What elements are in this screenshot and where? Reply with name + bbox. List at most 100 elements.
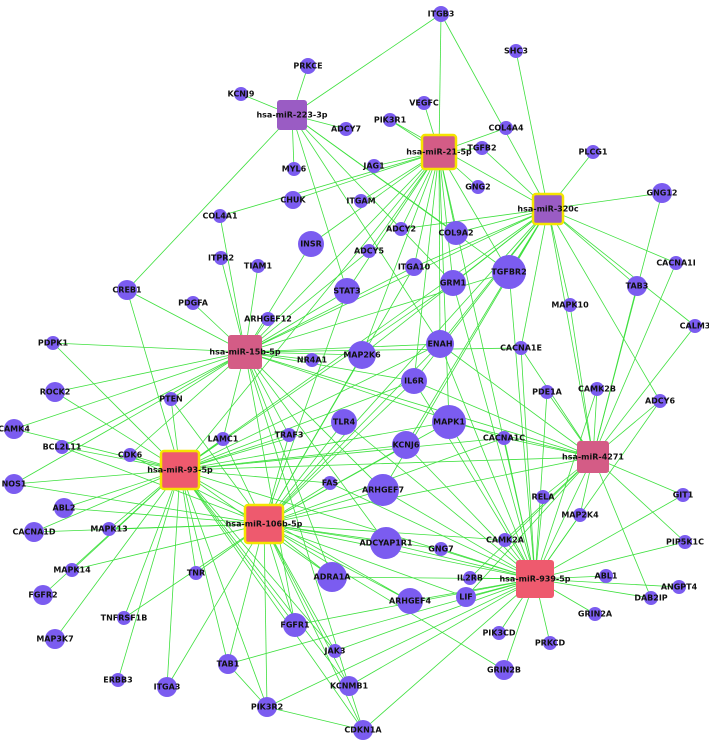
gene-node-cacna1d[interactable]: CACNA1D bbox=[12, 522, 56, 542]
mirna-node-hsa-mir-106b-5p[interactable]: hsa-miR-106b-5p bbox=[226, 503, 303, 545]
mirna-node-hsa-mir-4271[interactable]: hsa-miR-4271 bbox=[562, 441, 624, 473]
gene-node-nos1[interactable]: NOS1 bbox=[2, 474, 27, 494]
gene-node-mapk13[interactable]: MAPK13 bbox=[90, 522, 128, 536]
gene-node-arhgef4[interactable]: ARHGEF4 bbox=[389, 588, 432, 614]
gene-node-adcyap1r1[interactable]: ADCYAP1R1 bbox=[359, 527, 413, 559]
gene-node-tab1[interactable]: TAB1 bbox=[217, 654, 240, 674]
gene-node-myl6[interactable]: MYL6 bbox=[282, 162, 307, 176]
gene-node-insr[interactable]: INSR bbox=[298, 231, 324, 257]
mirna-node-hsa-mir-939-5p[interactable]: hsa-miR-939-5p bbox=[499, 560, 571, 598]
gene-node-pik3r1[interactable]: PIK3R1 bbox=[374, 113, 407, 127]
mirna-node-hsa-mir-223-3p[interactable]: hsa-miR-223-3p bbox=[256, 100, 328, 130]
gene-node-enah[interactable]: ENAH bbox=[426, 330, 454, 358]
gene-node-pik3r2[interactable]: PIK3R2 bbox=[251, 697, 283, 717]
mirna-node-hsa-mir-93-5p[interactable]: hsa-miR-93-5p bbox=[147, 449, 213, 491]
gene-node-cdk6[interactable]: CDK6 bbox=[118, 448, 143, 462]
gene-node-adcy5[interactable]: ADCY5 bbox=[354, 244, 384, 258]
gene-node-map2k6[interactable]: MAP2K6 bbox=[343, 341, 381, 369]
gene-node-lif[interactable]: LIF bbox=[456, 587, 476, 607]
gene-node-tgfb2[interactable]: TGFB2 bbox=[467, 141, 497, 155]
gene-node-mapk10[interactable]: MAPK10 bbox=[551, 298, 589, 312]
gene-node-kcnmb1[interactable]: KCNMB1 bbox=[330, 676, 368, 696]
gene-node-pdpk1[interactable]: PDPK1 bbox=[38, 336, 69, 350]
gene-node-tnfrsf1b[interactable]: TNFRSF1B bbox=[101, 611, 148, 625]
gene-node-calm3[interactable]: CALM3 bbox=[680, 319, 709, 333]
gene-node-tiam1[interactable]: TIAM1 bbox=[244, 259, 273, 273]
gene-node-map2k4[interactable]: MAP2K4 bbox=[561, 508, 599, 522]
gene-node-dab2ip[interactable]: DAB2IP bbox=[634, 591, 668, 605]
gene-node-rock2[interactable]: ROCK2 bbox=[40, 382, 71, 402]
gene-node-itgb3[interactable]: ITGB3 bbox=[428, 6, 455, 22]
gene-node-erbb3[interactable]: ERBB3 bbox=[103, 673, 133, 687]
gene-node-adcy7[interactable]: ADCY7 bbox=[331, 122, 361, 136]
gene-node-pdgfa[interactable]: PDGFA bbox=[178, 296, 209, 310]
gene-node-arhgef7[interactable]: ARHGEF7 bbox=[362, 474, 404, 506]
gene-node-gng2[interactable]: GNG2 bbox=[465, 180, 491, 194]
gene-node-abl2[interactable]: ABL2 bbox=[53, 498, 76, 518]
gene-node-mapk1[interactable]: MAPK1 bbox=[432, 405, 466, 439]
gene-node-itgam[interactable]: ITGAM bbox=[346, 194, 376, 208]
gene-node-grin2a[interactable]: GRIN2A bbox=[578, 607, 613, 621]
gene-node-kcnj9[interactable]: KCNJ9 bbox=[228, 87, 255, 101]
gene-node-cacna1i[interactable]: CACNA1I bbox=[656, 256, 696, 270]
gene-node-cacna1c[interactable]: CACNA1C bbox=[483, 431, 525, 445]
gene-node-cdkn1a[interactable]: CDKN1A bbox=[344, 720, 382, 740]
gene-node-nr4a1[interactable]: NR4A1 bbox=[297, 353, 328, 367]
gene-node-plcg1[interactable]: PLCG1 bbox=[579, 145, 608, 159]
gene-node-git1[interactable]: GIT1 bbox=[673, 488, 694, 502]
gene-node-stat3[interactable]: STAT3 bbox=[333, 278, 361, 304]
gene-node-grm1[interactable]: GRM1 bbox=[440, 270, 467, 296]
gene-node-gng7[interactable]: GNG7 bbox=[428, 542, 454, 556]
gene-node-chuk[interactable]: CHUK bbox=[280, 191, 306, 209]
gene-node-tlr4[interactable]: TLR4 bbox=[331, 409, 357, 435]
gene-node-bcl2l11[interactable]: BCL2L11 bbox=[43, 440, 82, 454]
gene-node-col4a4[interactable]: COL4A4 bbox=[488, 121, 524, 135]
gene-node-adra1a[interactable]: ADRA1A bbox=[314, 562, 352, 592]
gene-node-tab3[interactable]: TAB3 bbox=[626, 276, 649, 296]
gene-node-kcnj6[interactable]: KCNJ6 bbox=[392, 431, 420, 459]
gene-node-il6r[interactable]: IL6R bbox=[401, 368, 427, 394]
mirna-node-hsa-mir-21-5p[interactable]: hsa-miR-21-5p bbox=[406, 133, 472, 171]
gene-node-itga3[interactable]: ITGA3 bbox=[154, 677, 181, 697]
gene-node-map3k7[interactable]: MAP3K7 bbox=[36, 629, 74, 649]
gene-node-shc3[interactable]: SHC3 bbox=[504, 44, 528, 58]
gene-node-prkcd[interactable]: PRKCD bbox=[535, 636, 566, 650]
gene-node-fas[interactable]: FAS bbox=[322, 476, 339, 490]
gene-node-itga10[interactable]: ITGA10 bbox=[398, 258, 431, 276]
gene-node-il2rb[interactable]: IL2RB bbox=[457, 571, 483, 585]
gene-node-camk2b[interactable]: CAMK2B bbox=[578, 382, 616, 396]
gene-node-cacna1e[interactable]: CACNA1E bbox=[500, 341, 542, 355]
gene-node-tgfbr2[interactable]: TGFBR2 bbox=[491, 255, 527, 289]
gene-node-jak3[interactable]: JAK3 bbox=[324, 644, 346, 658]
gene-node-prkce[interactable]: PRKCE bbox=[293, 58, 323, 74]
gene-node-creb1[interactable]: CREB1 bbox=[112, 280, 142, 300]
gene-node-lamc1[interactable]: LAMC1 bbox=[208, 432, 239, 446]
gene-node-camk4[interactable]: CAMK4 bbox=[0, 419, 30, 439]
gene-node-fgfr1[interactable]: FGFR1 bbox=[280, 613, 310, 637]
gene-node-abl1[interactable]: ABL1 bbox=[595, 569, 618, 583]
gene-node-vegfc[interactable]: VEGFC bbox=[409, 96, 439, 110]
gene-node-jag1[interactable]: JAG1 bbox=[362, 159, 385, 173]
gene-node-tnr[interactable]: TNR bbox=[187, 566, 205, 580]
gene-node-pik3cd[interactable]: PIK3CD bbox=[482, 626, 516, 640]
gene-node-grin2b[interactable]: GRIN2B bbox=[487, 660, 521, 680]
gene-node-camk2a[interactable]: CAMK2A bbox=[486, 533, 525, 547]
mirna-node-hsa-mir-320c[interactable]: hsa-miR-320c bbox=[517, 192, 579, 226]
gene-node-angpt4[interactable]: ANGPT4 bbox=[661, 580, 698, 594]
gene-node-rela[interactable]: RELA bbox=[532, 490, 556, 504]
gene-node-pde1a[interactable]: PDE1A bbox=[532, 385, 563, 399]
gene-node-adcy6[interactable]: ADCY6 bbox=[645, 394, 675, 408]
gene-node-pip5k1c[interactable]: PIP5K1C bbox=[666, 535, 704, 549]
gene-circle bbox=[4, 474, 24, 494]
mirna-node-hsa-mir-15b-5p[interactable]: hsa-miR-15b-5p bbox=[209, 335, 281, 369]
gene-node-col4a1[interactable]: COL4A1 bbox=[202, 209, 238, 223]
gene-node-mapk14[interactable]: MAPK14 bbox=[53, 563, 91, 577]
gene-node-arhgef12[interactable]: ARHGEF12 bbox=[244, 312, 292, 326]
gene-node-adcy2[interactable]: ADCY2 bbox=[386, 222, 416, 236]
gene-node-gng12[interactable]: GNG12 bbox=[647, 183, 678, 203]
gene-node-fgfr2[interactable]: FGFR2 bbox=[28, 585, 58, 605]
gene-node-pten[interactable]: PTEN bbox=[159, 392, 183, 406]
gene-node-itpr2[interactable]: ITPR2 bbox=[208, 251, 234, 265]
gene-node-traf3[interactable]: TRAF3 bbox=[275, 428, 304, 442]
gene-node-col9a2[interactable]: COL9A2 bbox=[438, 221, 474, 245]
